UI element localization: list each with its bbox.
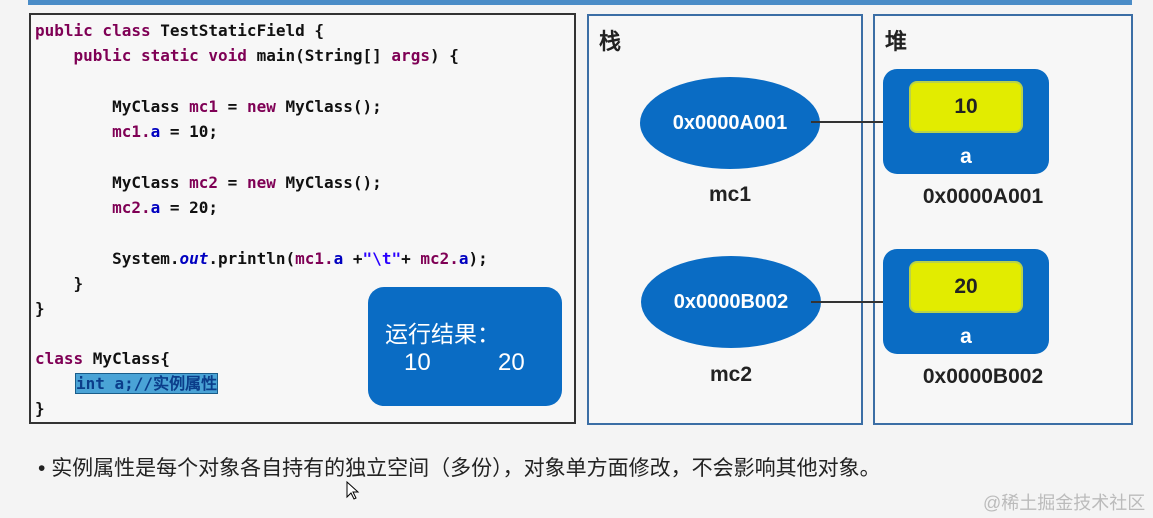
field-name: a (960, 145, 972, 168)
var: mc2. (35, 198, 151, 217)
top-rule (28, 0, 1132, 5)
code-text: = (218, 97, 247, 116)
code-text: TestStaticField { (160, 21, 324, 40)
code-text: MyClass (35, 97, 190, 116)
ref-address: 0x0000B002 (673, 290, 789, 313)
code-text: = 10; (160, 122, 219, 141)
code-panel: public class TestStaticField { public st… (29, 13, 576, 424)
bullet-text: 实例属性是每个对象各自持有的独立空间（多份），对象单方面修改，不会影响其他对象。 (51, 457, 881, 480)
keyword: new (246, 173, 276, 192)
keyword: public static void (35, 46, 257, 65)
bullet-icon: • (38, 457, 52, 480)
var-name: mc1 (708, 183, 752, 206)
var-name: mc2 (709, 363, 753, 386)
heap-object: 20 a (883, 249, 1049, 354)
field-value: 20 (909, 261, 1023, 313)
code-line: public static void main(String[] args) { (35, 46, 459, 66)
var: mc2 (189, 173, 219, 192)
field: a (150, 198, 161, 217)
keyword: new (246, 97, 276, 116)
highlighted-field: int a;//实例属性 (75, 373, 219, 394)
heap-title: 堆 (885, 29, 908, 54)
keyword: class (35, 349, 93, 368)
field: a (458, 249, 469, 268)
code-line: System.out.println(mc1.a +"\t"+ mc2.a); (35, 249, 488, 269)
field-name: a (960, 325, 972, 348)
var: mc1. (35, 122, 151, 141)
field-value: 10 (909, 81, 1023, 133)
ref-address: 0x0000A001 (672, 111, 788, 134)
field: a (333, 249, 344, 268)
code-line: class MyClass{ (35, 349, 170, 369)
field: a (150, 122, 161, 141)
code-text: + (401, 249, 421, 268)
code-line: } (35, 299, 45, 318)
code-text: = (218, 173, 247, 192)
code-line: } (35, 399, 45, 418)
param: args (391, 46, 430, 65)
code-text: MyClass(); (275, 97, 382, 116)
code-text: .println( (208, 249, 296, 268)
reference-mc2: 0x0000B002 (641, 256, 821, 348)
code-line: } (35, 274, 84, 293)
stack-title: 栈 (599, 29, 622, 54)
code-text: + (343, 249, 363, 268)
result-title: 运行结果： (385, 321, 500, 347)
watermark: @稀土掘金技术社区 (983, 493, 1146, 513)
object-address: 0x0000A001 (922, 185, 1044, 208)
var: mc1 (189, 97, 219, 116)
keyword: public class (35, 21, 161, 40)
code-line: MyClass mc1 = new MyClass(); (35, 97, 382, 117)
reference-mc1: 0x0000A001 (640, 77, 820, 169)
code-line: mc2.a = 20; (35, 198, 218, 218)
code-line: MyClass mc2 = new MyClass(); (35, 173, 382, 193)
bullet-point: • 实例属性是每个对象各自持有的独立空间（多份），对象单方面修改，不会影响其他对… (38, 452, 881, 482)
string: "\t" (362, 249, 402, 268)
heap-object: 10 a (883, 69, 1049, 174)
result-value: 20 (498, 349, 525, 376)
result-value: 10 (404, 349, 431, 376)
object-address: 0x0000B002 (922, 365, 1044, 388)
code-text: = 20; (160, 198, 219, 217)
code-line: mc1.a = 10; (35, 122, 218, 142)
code-text: ) { (429, 46, 459, 65)
code-line: int a;//实例属性 (75, 373, 219, 394)
code-text: MyClass(); (275, 173, 382, 192)
code-text: main(String[] (256, 46, 392, 65)
code-line: public class TestStaticField { (35, 21, 324, 41)
code-text: ); (468, 249, 488, 268)
code-text: MyClass{ (92, 349, 170, 368)
code-text: System. (35, 249, 180, 268)
code-text: MyClass (35, 173, 190, 192)
field: out (179, 249, 209, 268)
var: mc1. (295, 249, 334, 268)
var: mc2. (420, 249, 459, 268)
cursor-icon (346, 481, 360, 500)
result-box: 运行结果： 10 20 (368, 287, 562, 406)
